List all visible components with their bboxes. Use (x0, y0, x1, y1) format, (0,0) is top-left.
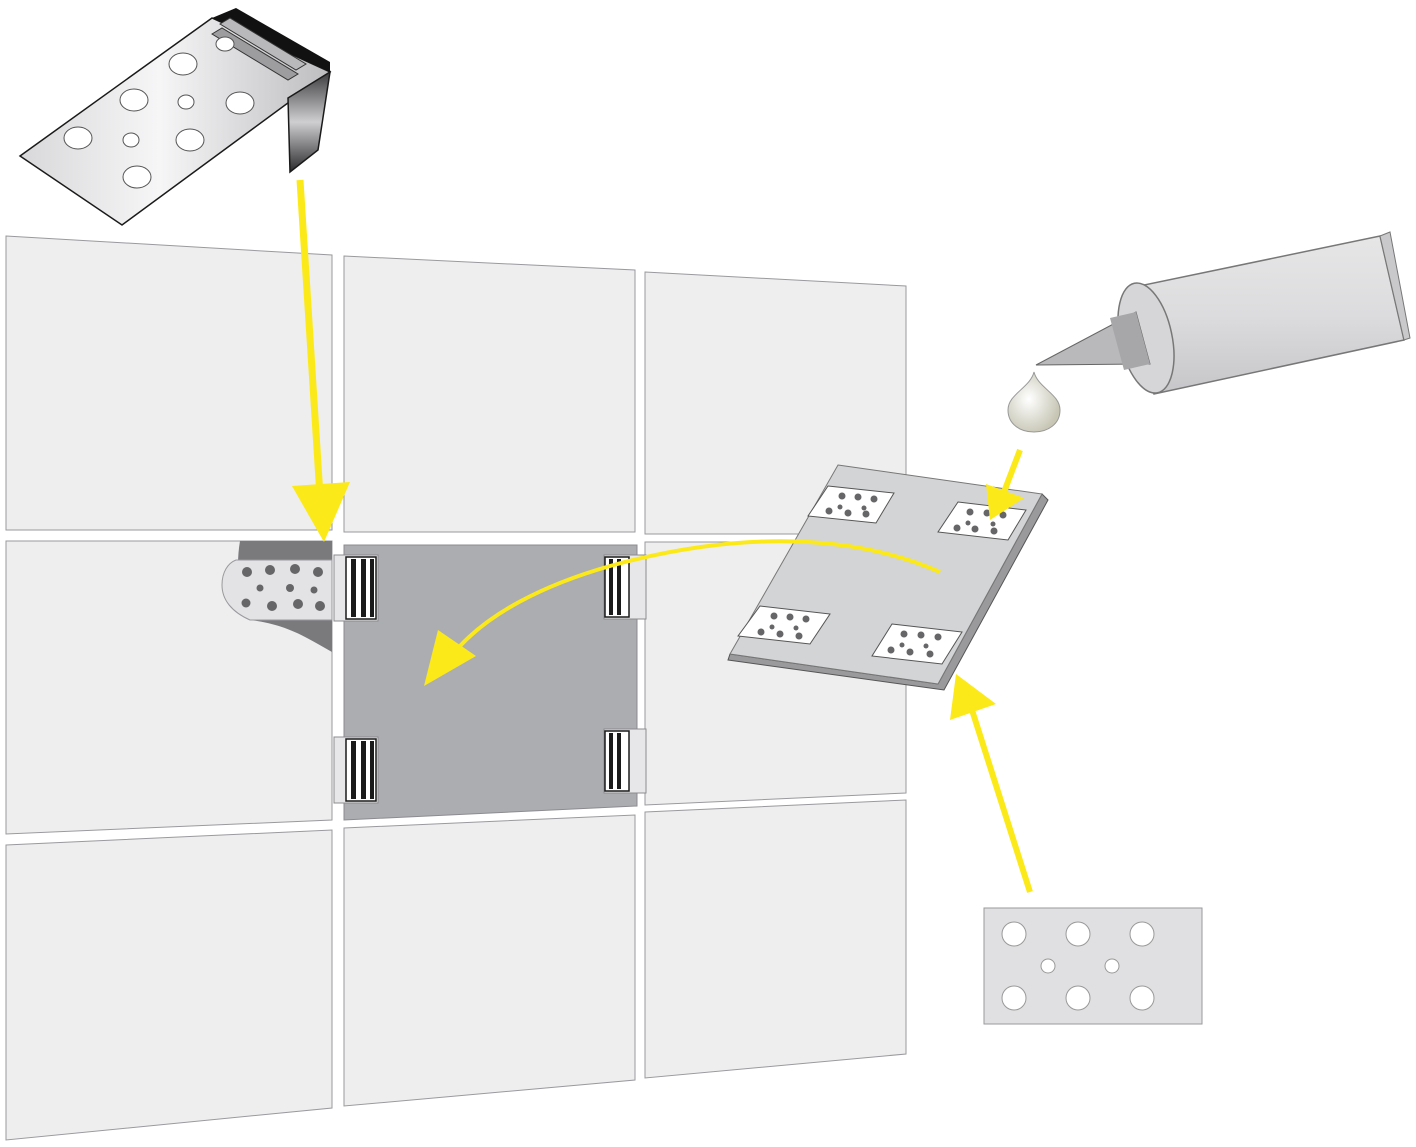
bracket-wall-top (212, 8, 330, 72)
perforated-bracket-with-clip (18, 8, 332, 226)
cutaway-holes (241, 564, 325, 611)
panel-r3c3 (644, 799, 907, 1079)
tube-crimp (1379, 231, 1411, 341)
panel-patch-top-right (937, 501, 1027, 541)
patch-to-panel-arrow (950, 674, 1033, 893)
bracket-holes (63, 36, 255, 189)
adhesive-to-patch-arrow (986, 448, 1024, 520)
panel-opening (343, 544, 638, 821)
panel-grid (5, 235, 907, 1141)
adhesive-drop (1007, 371, 1061, 433)
clip-bottom-left (333, 736, 379, 804)
panel-patch-bottom-left (737, 605, 831, 645)
perforated-patch-holes (1001, 921, 1155, 1011)
panel-r1c1 (5, 235, 333, 531)
clip-top-left (333, 554, 379, 622)
panel-patch-bottom-right (871, 623, 963, 665)
replacement-panel (727, 464, 1049, 691)
bracket-wall (287, 70, 331, 174)
tube-nozzle-cap (1110, 312, 1150, 370)
adhesive-tube (1007, 231, 1411, 433)
panel-r3c2 (343, 814, 636, 1107)
perforated-patch (983, 907, 1203, 1025)
clip-bottom-right (603, 728, 647, 794)
panel-patch-top-left (807, 485, 895, 524)
panel-to-opening-arrow (424, 539, 941, 686)
bracket-to-gap-arrow (292, 179, 350, 542)
panel-r3c1 (5, 829, 333, 1141)
panel-r1c2 (343, 255, 636, 533)
